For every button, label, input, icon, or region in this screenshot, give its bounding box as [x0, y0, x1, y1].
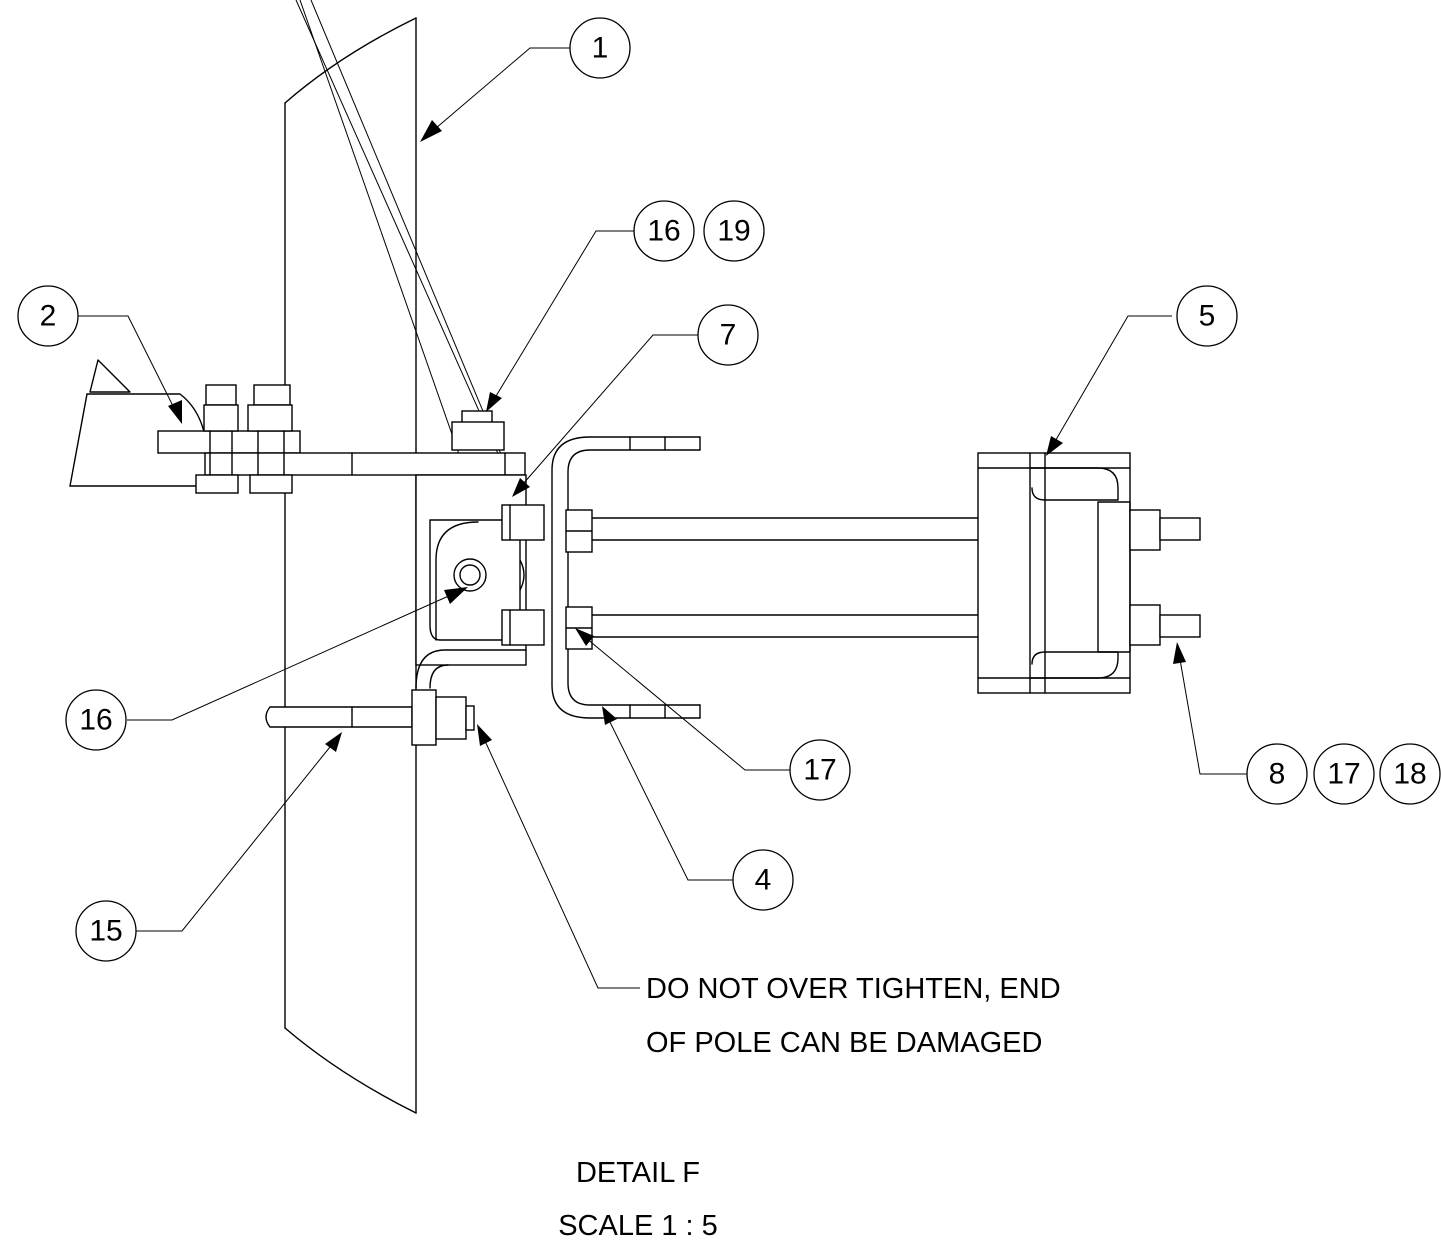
balloon-7: 7	[697, 304, 759, 366]
balloon-5-label: 5	[1199, 300, 1216, 333]
tightening-note: DO NOT OVER TIGHTEN, END OF POLE CAN BE …	[646, 973, 1061, 1059]
balloon-19: 19	[703, 200, 765, 262]
balloon-17-label: 17	[803, 754, 836, 787]
balloon-1: 1	[569, 17, 631, 79]
detail-title: DETAIL F	[576, 1157, 700, 1189]
balloon-2-label: 2	[40, 300, 57, 333]
detail-scale: SCALE 1 : 5	[558, 1210, 718, 1242]
leaders	[78, 47, 1247, 989]
balloon-2: 2	[17, 285, 79, 347]
balloon-15-label: 15	[89, 915, 122, 948]
pole	[284, 17, 417, 1114]
note-line-2: OF POLE CAN BE DAMAGED	[646, 1027, 1042, 1059]
balloon-18: 18	[1379, 743, 1441, 805]
pole-bracket	[265, 410, 545, 746]
balloon-18-label: 18	[1393, 758, 1426, 791]
note-line-1: DO NOT OVER TIGHTEN, END	[646, 973, 1061, 1005]
balloon-16-top-label: 16	[647, 215, 680, 248]
u-channel	[551, 436, 701, 719]
balloon-17-right: 17	[1313, 743, 1375, 805]
clamp-block	[977, 452, 1201, 694]
balloon-8: 8	[1246, 743, 1308, 805]
balloon-15: 15	[75, 900, 137, 962]
balloon-17: 17	[789, 739, 851, 801]
balloon-4: 4	[732, 849, 794, 911]
balloon-7-label: 7	[720, 319, 737, 352]
threaded-rods	[591, 517, 979, 638]
balloon-16-bottom: 16	[65, 689, 127, 751]
balloon-17-right-label: 17	[1327, 758, 1360, 791]
crossarm-assembly	[69, 359, 526, 494]
balloon-16-bottom-label: 16	[79, 704, 112, 737]
balloon-16-top: 16	[633, 200, 695, 262]
balloon-4-label: 4	[755, 864, 772, 897]
balloon-8-label: 8	[1269, 758, 1286, 791]
balloon-1-label: 1	[592, 32, 609, 65]
balloon-5: 5	[1176, 285, 1238, 347]
balloon-19-label: 19	[717, 215, 750, 248]
detail-caption: DETAIL F SCALE 1 : 5	[558, 1157, 718, 1242]
